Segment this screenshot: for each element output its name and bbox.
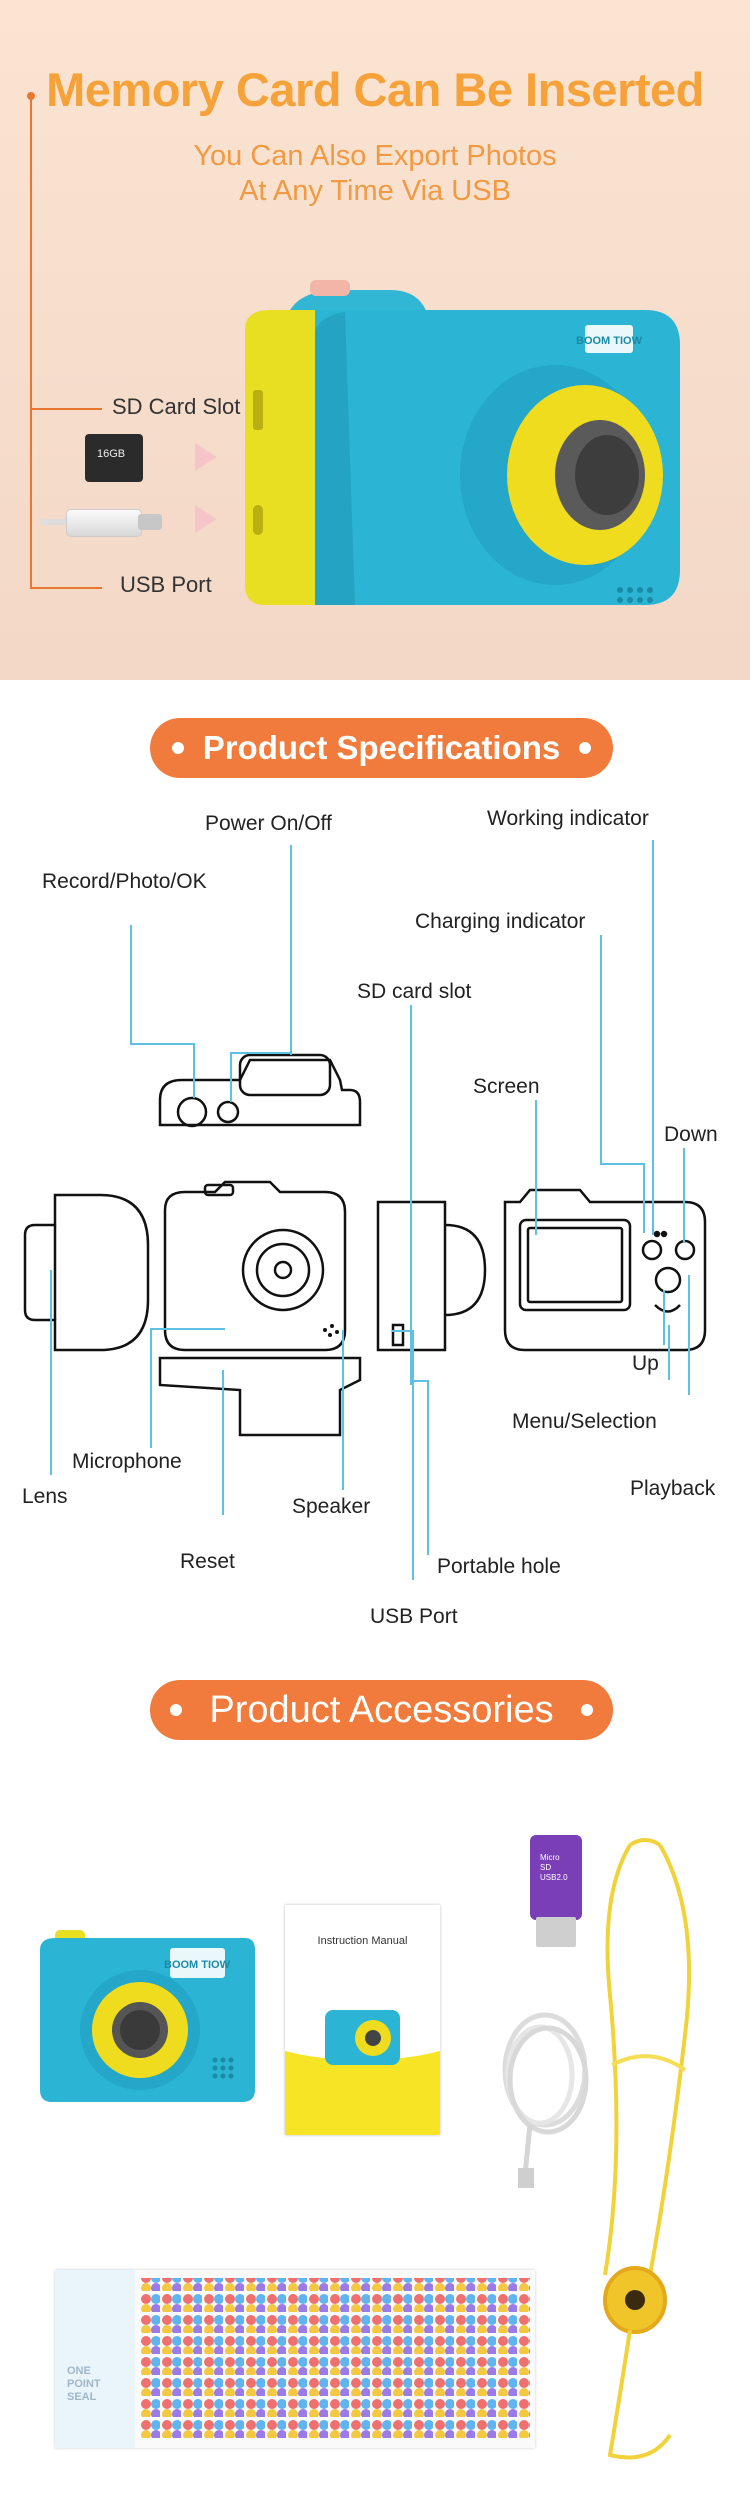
line-portable (427, 1380, 429, 1555)
line-lens (50, 1270, 52, 1475)
sd-card-image: 16GB (85, 434, 143, 482)
sd-card-slot-label: SD Card Slot (112, 394, 241, 419)
line-playback (688, 1275, 690, 1395)
label-microphone: Microphone (72, 1450, 182, 1473)
accessory-camera-image: BOOM TIOW (40, 1930, 255, 2102)
line-down (683, 1148, 685, 1243)
label-down: Down (664, 1123, 718, 1146)
line-record-v (193, 1043, 195, 1098)
line-charging-v (643, 1163, 645, 1233)
manual-title: Instruction Manual (317, 1935, 408, 1947)
header-left-dot (172, 742, 184, 754)
line-charging-h (600, 1163, 645, 1165)
label-reset: Reset (180, 1550, 235, 1573)
sticker-sheet-image: ONE POINT SEAL (55, 2270, 535, 2448)
line-power-h (230, 1052, 292, 1054)
line-charging (600, 935, 602, 1165)
label-menu-selection: Menu/Selection (512, 1410, 657, 1433)
accessory-camera-logo: BOOM TIOW (164, 1959, 231, 1971)
label-working-indicator: Working indicator (487, 807, 649, 830)
sd-card-text: 16GB (97, 448, 126, 460)
usb-port-label: USB Port (120, 572, 212, 597)
usb-arrow-icon (195, 505, 217, 533)
line-microphone (150, 1328, 152, 1448)
memory-card-section: Memory Card Can Be Inserted You Can Also… (0, 0, 750, 680)
line-screen (535, 1100, 537, 1235)
label-playback: Playback (630, 1477, 716, 1500)
product-accessories-header-text: Product Accessories (209, 1689, 554, 1731)
camera-line-drawings (23, 1053, 707, 1437)
label-portable-hole: Portable hole (437, 1555, 561, 1578)
label-screen: Screen (473, 1075, 540, 1098)
line-reset (222, 1370, 224, 1515)
callout-vertical-line (30, 96, 32, 588)
camera-side-view-image: BOOM TIOW (245, 280, 680, 605)
label-record-photo-ok: Record/Photo/OK (42, 870, 207, 893)
memory-section-subtitle-line1: You Can Also Export Photos (193, 140, 557, 172)
header-right-dot (581, 1704, 593, 1716)
line-microphone-h (150, 1328, 225, 1330)
line-up (663, 1290, 665, 1345)
sd-arrow-icon (195, 443, 217, 471)
card-reader-text: Micro SD USB2.0 (540, 1853, 568, 1882)
header-right-dot (579, 742, 591, 754)
memory-section-title: Memory Card Can Be Inserted (46, 63, 704, 116)
label-power-onoff: Power On/Off (205, 812, 332, 835)
instruction-manual-image: Instruction Manual (285, 1905, 440, 2135)
label-speaker: Speaker (292, 1495, 371, 1518)
product-specifications-header-text: Product Specifications (202, 729, 561, 766)
line-usb (412, 1330, 414, 1580)
label-sd-card-slot: SD card slot (357, 980, 472, 1003)
line-usb-h (392, 1330, 414, 1332)
usb-cable-image (502, 2012, 589, 2188)
line-working (652, 840, 654, 1235)
product-accessories-header: Product Accessories (150, 1680, 613, 1740)
label-lens: Lens (22, 1485, 68, 1508)
label-usb-port: USB Port (370, 1605, 458, 1628)
header-left-dot (170, 1704, 182, 1716)
line-portable-h (410, 1380, 428, 1382)
product-specifications-header: Product Specifications (150, 718, 613, 778)
line-power-v (230, 1052, 232, 1102)
line-sd-slot (410, 1005, 412, 1385)
callout-usb-line (30, 587, 102, 589)
spec-diagram: Power On/Off Working indicator Record/Ph… (0, 790, 750, 1670)
line-menu (668, 1325, 670, 1380)
camera-brand-logo: BOOM TIOW (576, 335, 643, 347)
card-reader-image: Micro SD USB2.0 (530, 1835, 582, 1950)
lanyard-image (603, 1838, 692, 2460)
label-charging-indicator: Charging indicator (415, 910, 586, 933)
callout-sd-line (30, 408, 102, 410)
sticker-sheet-text: ONE POINT SEAL (67, 2365, 101, 2403)
line-power (290, 845, 292, 1055)
line-record-h (130, 1043, 195, 1045)
line-record (130, 925, 132, 1045)
usb-cable-image (40, 505, 162, 539)
memory-section-subtitle-line2: At Any Time Via USB (239, 175, 511, 207)
label-up: Up (632, 1352, 659, 1375)
line-speaker (342, 1330, 344, 1490)
